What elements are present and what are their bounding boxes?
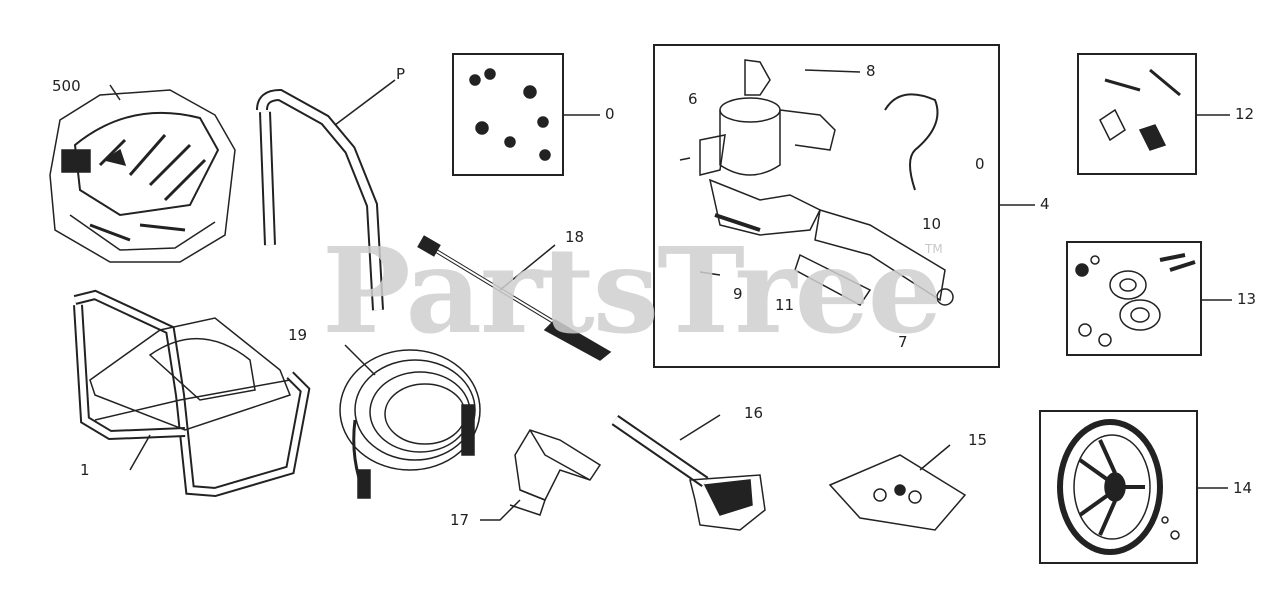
handle-drawing	[256, 79, 396, 311]
callout-kit-13: 13	[1237, 290, 1257, 308]
callout-wand: 18	[565, 228, 585, 246]
bag-15-drawing	[828, 444, 967, 531]
callout-pump-part-10: 10	[922, 215, 942, 233]
hardware-drawing	[469, 68, 551, 161]
callout-pump-part-9: 9	[733, 285, 743, 303]
callout-pump-screw: 6	[688, 90, 698, 108]
callout-gun: 16	[744, 404, 764, 422]
hose-drawing	[339, 344, 481, 499]
kit-12-box	[1077, 53, 1197, 175]
watermark-trademark: TM	[925, 242, 943, 256]
wheel-drawing	[1057, 419, 1180, 555]
callout-pump-assembly: 4	[1040, 195, 1050, 213]
callout-frame: 1	[80, 461, 90, 479]
callout-pump-top-bolt: 8	[866, 62, 876, 80]
callout-bracket: 17	[450, 511, 470, 529]
wand-drawing	[417, 235, 612, 361]
callout-kit-12: 12	[1235, 105, 1255, 123]
callout-wheel: 14	[1233, 479, 1253, 497]
pump-assembly-box	[653, 44, 1000, 368]
callout-hardware-bag: 0	[605, 105, 615, 123]
bracket-drawing	[480, 429, 602, 521]
kit-12-drawing	[1099, 68, 1181, 151]
watermark-text: PartsTree	[322, 221, 943, 360]
kit-13-box	[1066, 241, 1202, 356]
gun-drawing	[611, 414, 766, 531]
callout-bag-15: 15	[968, 431, 988, 449]
callout-pump-part-7: 7	[898, 333, 908, 351]
pump-drawing	[679, 59, 954, 306]
callout-pump-hose: 0	[975, 155, 985, 173]
wheel-box	[1039, 410, 1198, 564]
callout-engine: 500	[52, 77, 81, 95]
callout-pump-part-11: 11	[775, 296, 795, 314]
callout-handle: P	[396, 65, 406, 83]
engine-drawing	[49, 84, 236, 263]
frame-drawing	[73, 289, 311, 498]
kit-13-drawing	[1075, 253, 1196, 347]
callout-hose: 19	[288, 326, 308, 344]
